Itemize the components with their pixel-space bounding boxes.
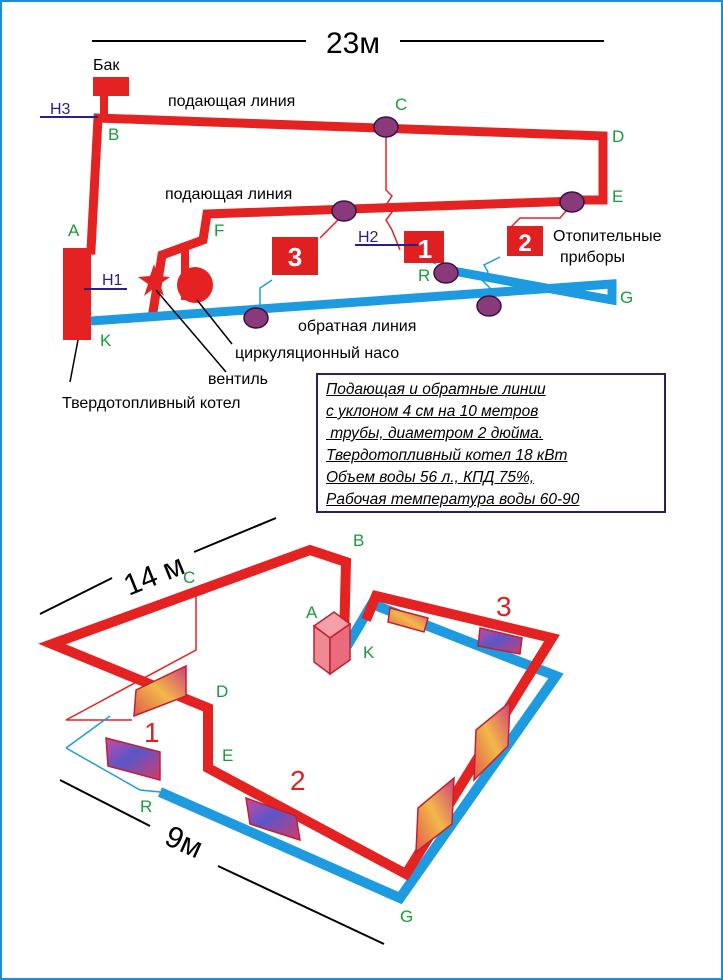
iso-point-d: D xyxy=(216,682,228,701)
iso-heater-numbers: 1 2 3 xyxy=(144,591,512,796)
point-c: C xyxy=(395,95,407,114)
note-line-5: Объем воды 56 л., КПД 75%, xyxy=(326,469,535,486)
heaters-label-line2: приборы xyxy=(560,249,625,266)
secondary-supply-line xyxy=(147,196,577,319)
point-d: D xyxy=(612,127,624,146)
point-a: A xyxy=(68,221,80,240)
dimension-9m: 9м xyxy=(59,779,385,945)
point-r: R xyxy=(418,266,430,285)
iso-point-c: C xyxy=(183,568,195,587)
point-f: F xyxy=(214,221,224,240)
svg-text:1: 1 xyxy=(418,234,432,264)
note-line-3: трубы, диаметром 2 дюйма. xyxy=(326,425,544,442)
iso-point-a: A xyxy=(306,603,318,622)
radiator xyxy=(133,664,187,718)
dimension-9m-label: 9м xyxy=(160,820,208,865)
iso-point-e: E xyxy=(222,746,233,765)
valve-label: вентиль xyxy=(208,371,268,388)
radiator xyxy=(473,700,511,782)
heater-2: 2 xyxy=(507,226,543,257)
boiler-label: Твердотопливный котел xyxy=(62,395,240,412)
top-text-labels: подающая линия подающая линия обратная л… xyxy=(62,93,662,412)
leader-lines xyxy=(69,289,233,383)
pump-label: циркуляционный насо xyxy=(235,345,399,362)
point-k: K xyxy=(100,331,112,350)
note-line-4: Твердотопливный котел 18 кВт xyxy=(326,447,568,464)
svg-text:2: 2 xyxy=(518,230,531,257)
point-e: E xyxy=(612,187,623,206)
iso-boiler xyxy=(312,611,352,676)
return-line-label: обратная линия xyxy=(298,318,416,335)
dimension-23m: 23м xyxy=(92,27,604,60)
iso-supply-line xyxy=(38,544,560,881)
iso-heater-3: 3 xyxy=(496,591,512,622)
dimension-14m: 14 м xyxy=(39,517,277,615)
boiler xyxy=(63,248,91,340)
level-lines xyxy=(40,116,418,290)
circulation-pump-icon xyxy=(177,267,213,303)
svg-text:3: 3 xyxy=(288,242,302,272)
radiator xyxy=(415,776,455,854)
return-line xyxy=(90,266,617,326)
heater-3: 3 xyxy=(272,237,318,275)
note-line-6: Рабочая температура воды 60-90 xyxy=(326,491,580,508)
iso-point-r: R xyxy=(140,797,152,816)
valve-icon xyxy=(138,264,170,296)
point-g: G xyxy=(620,288,633,307)
iso-point-labels: A B C D E G K R xyxy=(140,531,413,926)
supply-line-label-1: подающая линия xyxy=(168,93,295,110)
radiator xyxy=(477,627,523,655)
note-line-2: с уклоном 4 см на 10 метров xyxy=(326,403,539,420)
level-h1: H1 xyxy=(102,272,123,289)
supply-line-label-2: подающая линия xyxy=(165,186,292,203)
notes-box: Подающая и обратные линии с уклоном 4 см… xyxy=(316,373,666,513)
point-b: B xyxy=(108,125,119,144)
iso-heater-1: 1 xyxy=(144,717,160,748)
iso-radiators xyxy=(105,607,523,854)
tank-label: Бак xyxy=(93,57,120,74)
main-supply-line xyxy=(86,92,608,255)
heaters-label-line1: Отопительные xyxy=(553,228,662,245)
point-labels: A B C D E F G K R xyxy=(68,95,633,350)
heater-1: 1 xyxy=(404,231,444,264)
level-h2: H2 xyxy=(358,229,379,246)
level-h3: H3 xyxy=(50,101,71,118)
note-line-1: Подающая и обратные линии xyxy=(326,381,546,398)
expansion-tank xyxy=(93,77,129,96)
junction-nodes xyxy=(243,116,585,329)
iso-heater-2: 2 xyxy=(290,765,306,796)
radiator xyxy=(105,737,161,781)
iso-point-b: B xyxy=(353,531,364,550)
iso-point-k: K xyxy=(363,643,375,662)
radiator xyxy=(245,796,301,842)
iso-point-g: G xyxy=(400,907,413,926)
dimension-23m-label: 23м xyxy=(326,27,380,60)
iso-heater1-connectors xyxy=(65,592,197,793)
radiator xyxy=(387,607,429,633)
